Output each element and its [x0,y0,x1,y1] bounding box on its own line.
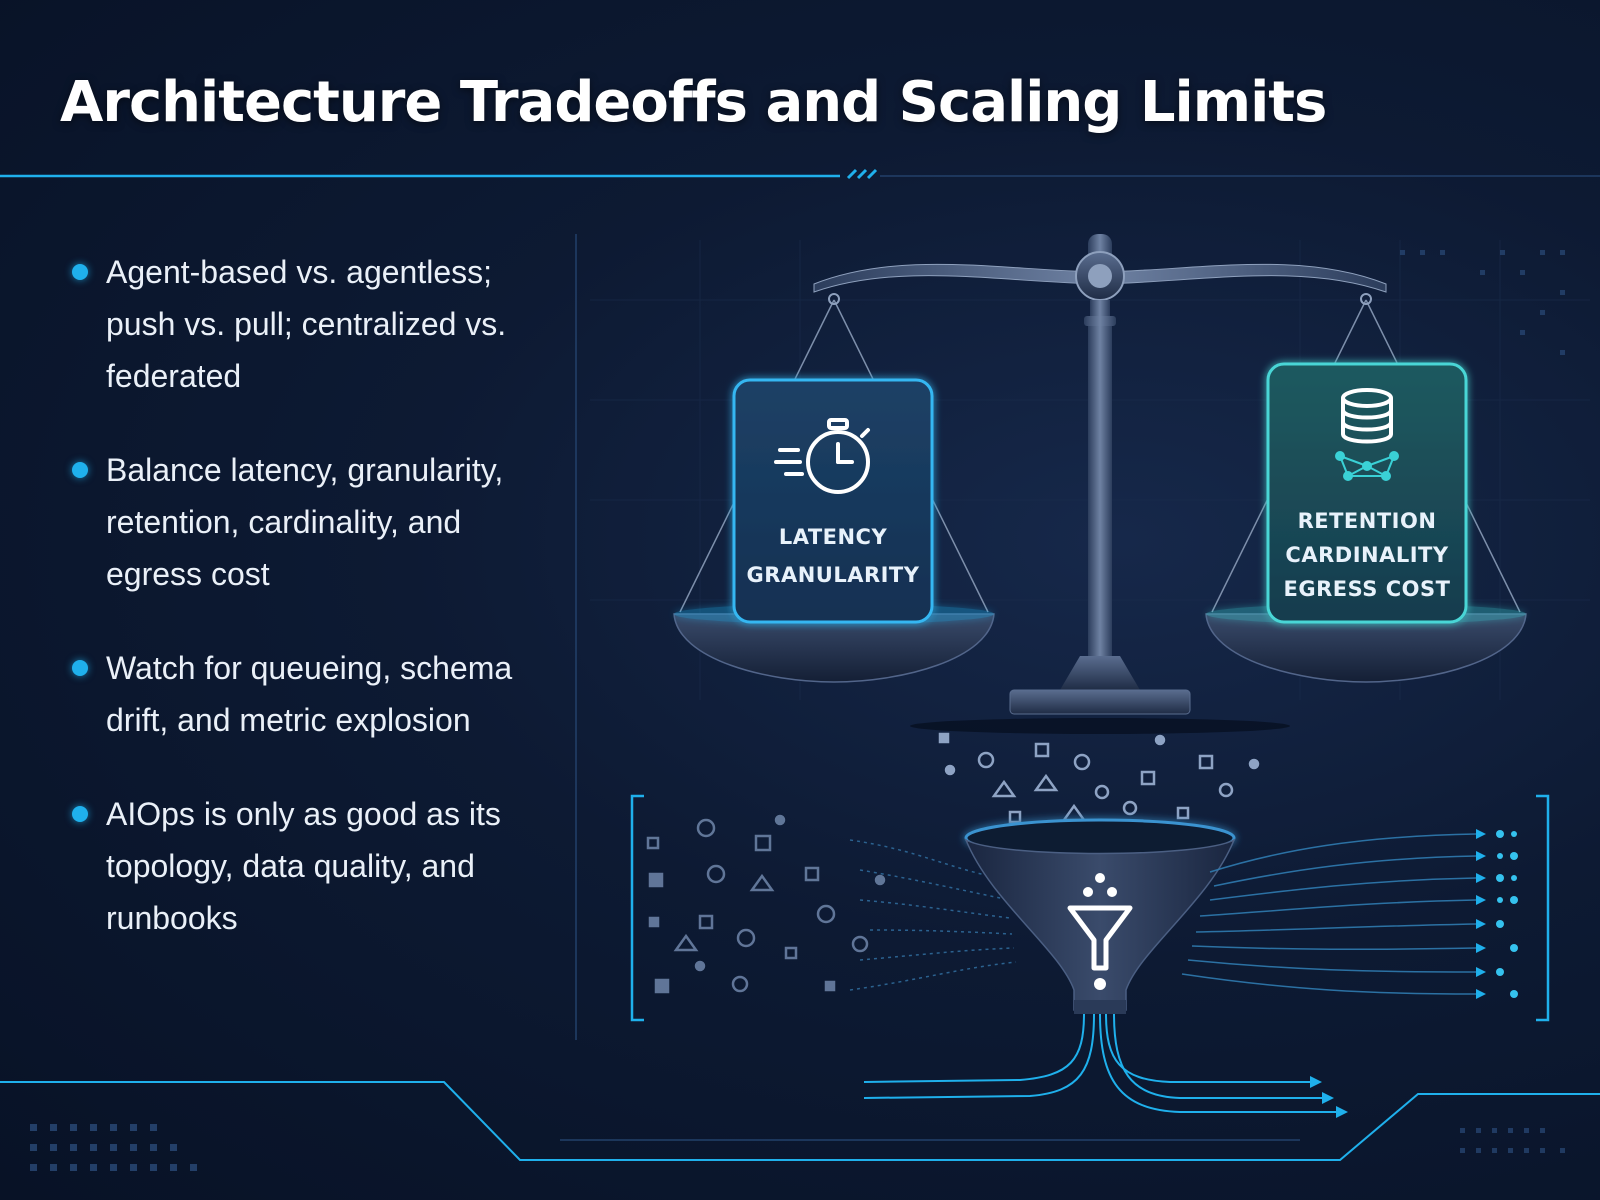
right-bracket [1536,794,1550,1022]
filter-icon [1067,873,1133,990]
card-label: LATENCY [779,525,888,549]
left-tradeoff-card: LATENCY GRANULARITY [732,378,934,624]
outflow-arrowheads [1476,829,1486,999]
card-label: RETENTION [1298,509,1437,533]
database-network-icon [1341,388,1393,444]
bottom-frame [0,1081,1600,1161]
left-bracket [630,794,644,1022]
page-title: Architecture Tradeoffs and Scaling Limit… [60,70,1327,135]
bullet-text: Balance latency, granularity, retention,… [106,452,504,592]
raw-data-particles [646,814,886,994]
bullet-text: Watch for queueing, schema drift, and me… [106,650,513,738]
inflow-lines [849,839,1017,991]
bullet-dot-icon [72,660,88,676]
bullet-item: Balance latency, granularity, retention,… [72,444,542,600]
bullet-dot-icon [72,462,88,478]
bullet-text: AIOps is only as good as its topology, d… [106,796,501,936]
stopwatch-icon [774,418,870,494]
bullet-text: Agent-based vs. agentless; push vs. pull… [106,254,507,394]
card-label: EGRESS COST [1284,577,1451,601]
network-nodes-icon [1335,451,1399,481]
outflow-dots [1496,830,1518,998]
right-tradeoff-card: RETENTION CARDINALITY EGRESS COST [1266,362,1468,624]
bullet-item: AIOps is only as good as its topology, d… [72,788,542,944]
balance-scale-icon [673,234,1527,734]
bullet-list: Agent-based vs. agentless; push vs. pull… [72,246,542,986]
decorative-dot-grid-right [1400,250,1565,1153]
bottom-output-streams [863,1013,1336,1113]
outflow-lines [1181,833,1477,995]
incoming-data-particles [938,732,1260,824]
bottom-arrowheads [1310,1076,1348,1118]
bullet-item: Watch for queueing, schema drift, and me… [72,642,542,746]
card-label: GRANULARITY [747,563,920,587]
card-label: CARDINALITY [1285,543,1448,567]
header-divider-stripes [846,168,878,180]
bullet-dot-icon [72,806,88,822]
decorative-dot-grid [30,1124,197,1171]
funnel-icon [964,818,1236,1014]
bullet-item: Agent-based vs. agentless; push vs. pull… [72,246,542,402]
bullet-dot-icon [72,264,88,280]
